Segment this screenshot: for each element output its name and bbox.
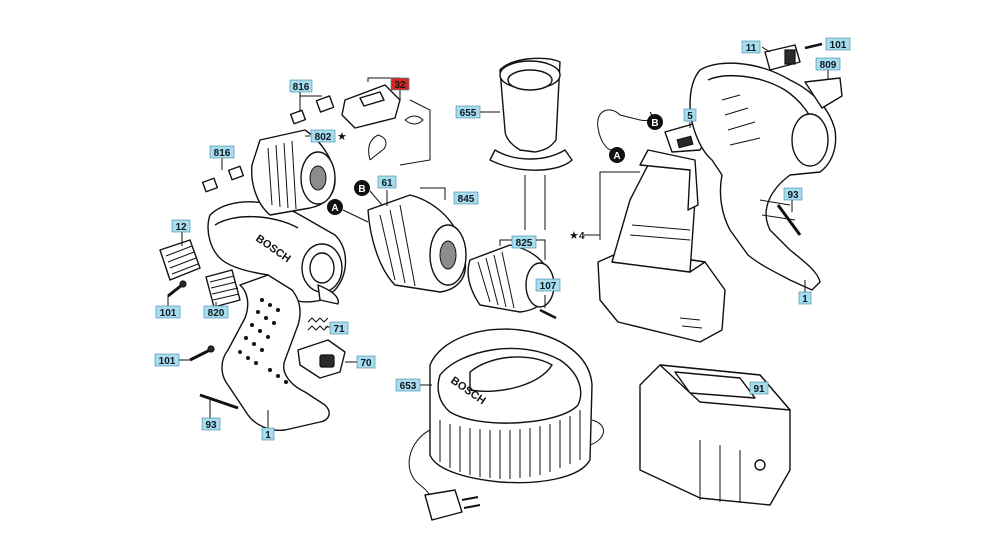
svg-text:91: 91: [753, 384, 765, 395]
label-816-mid: 816: [209, 145, 235, 159]
svg-text:A: A: [331, 203, 338, 214]
label-1-left: 1: [261, 427, 275, 441]
screw-107: [539, 295, 557, 320]
svg-text:101: 101: [159, 356, 176, 367]
part-93-bit-right: [776, 200, 802, 236]
label-845: 845: [453, 191, 479, 205]
marker-a-left: A: [327, 199, 343, 215]
label-825: 825: [511, 235, 537, 249]
svg-text:B: B: [358, 184, 365, 195]
svg-text:816: 816: [214, 148, 231, 159]
svg-text:816: 816: [293, 82, 310, 93]
drill-housing-left: BOSCH: [207, 201, 347, 432]
label-5: 5: [683, 108, 697, 122]
svg-text:93: 93: [205, 420, 217, 431]
label-809: 809: [815, 57, 841, 71]
label-820: 820: [203, 305, 229, 319]
part-12-contact-block: [159, 232, 201, 281]
svg-text:A: A: [613, 151, 620, 162]
part-93-bit-left: [199, 393, 239, 418]
battery-91: [639, 364, 791, 506]
part-655-sleeve: [480, 57, 573, 230]
label-653: 653: [395, 378, 421, 392]
svg-text:845: 845: [458, 194, 475, 205]
part-11-connector: [761, 42, 823, 71]
screw-101-lower: [189, 345, 215, 362]
svg-text:1: 1: [802, 294, 808, 305]
label-101-lower: 101: [154, 353, 180, 367]
part-71-spring: [307, 317, 330, 331]
part-820-cover: [205, 269, 241, 308]
part-816-top: [289, 92, 335, 125]
svg-text:93: 93: [787, 190, 799, 201]
svg-text:61: 61: [381, 178, 393, 189]
chuck-825: [467, 239, 555, 313]
svg-text:1: 1: [265, 430, 271, 441]
label-32: 32: [390, 77, 410, 91]
marker-b-left: B: [354, 180, 370, 196]
svg-text:5: 5: [687, 111, 693, 122]
label-93-right: 93: [783, 187, 803, 201]
svg-text:809: 809: [820, 60, 837, 71]
svg-text:12: 12: [175, 222, 187, 233]
svg-text:70: 70: [360, 358, 372, 369]
motor-802: [251, 129, 336, 216]
svg-text:101: 101: [830, 40, 847, 51]
label-816-top: 816: [289, 79, 313, 93]
svg-text:655: 655: [460, 108, 477, 119]
part-70-trigger: [297, 339, 357, 379]
svg-text:32: 32: [394, 80, 406, 91]
label-802: 802: [310, 129, 336, 143]
svg-text:820: 820: [208, 308, 225, 319]
drill-housing-right: [689, 62, 837, 291]
label-101-right: 101: [825, 37, 851, 51]
svg-text:802: 802: [315, 132, 332, 143]
svg-text:71: 71: [333, 324, 345, 335]
label-101-left: 101: [155, 305, 181, 319]
marker-b-right: B: [647, 114, 663, 130]
label-61: 61: [377, 175, 397, 189]
part-32-switch-cover: [341, 77, 431, 166]
svg-text:107: 107: [540, 281, 557, 292]
svg-text:B: B: [651, 118, 658, 129]
label-107: 107: [535, 278, 561, 292]
marker-a-right: A: [609, 147, 625, 163]
charger-653: BOSCH: [408, 328, 604, 521]
label-1-right: 1: [798, 291, 812, 305]
label-4-star: ★: [569, 230, 579, 242]
svg-text:11: 11: [746, 43, 757, 54]
label-12: 12: [171, 219, 191, 233]
screw-101-left: [167, 280, 187, 306]
label-70: 70: [356, 355, 376, 369]
label-802-star: ★: [337, 131, 347, 143]
electronics-4: [584, 109, 726, 343]
label-4: 4: [579, 231, 585, 242]
label-91: 91: [749, 381, 769, 395]
part-816-mid: [201, 158, 245, 193]
label-93-left: 93: [201, 417, 221, 431]
label-71: 71: [329, 321, 349, 335]
svg-text:101: 101: [160, 308, 177, 319]
svg-text:653: 653: [400, 381, 417, 392]
svg-text:825: 825: [516, 238, 533, 249]
gearbox-845: [367, 187, 467, 293]
label-655: 655: [455, 105, 481, 119]
part-809-label: [804, 70, 843, 109]
label-11: 11: [741, 40, 761, 54]
grip-texture: [238, 298, 288, 384]
